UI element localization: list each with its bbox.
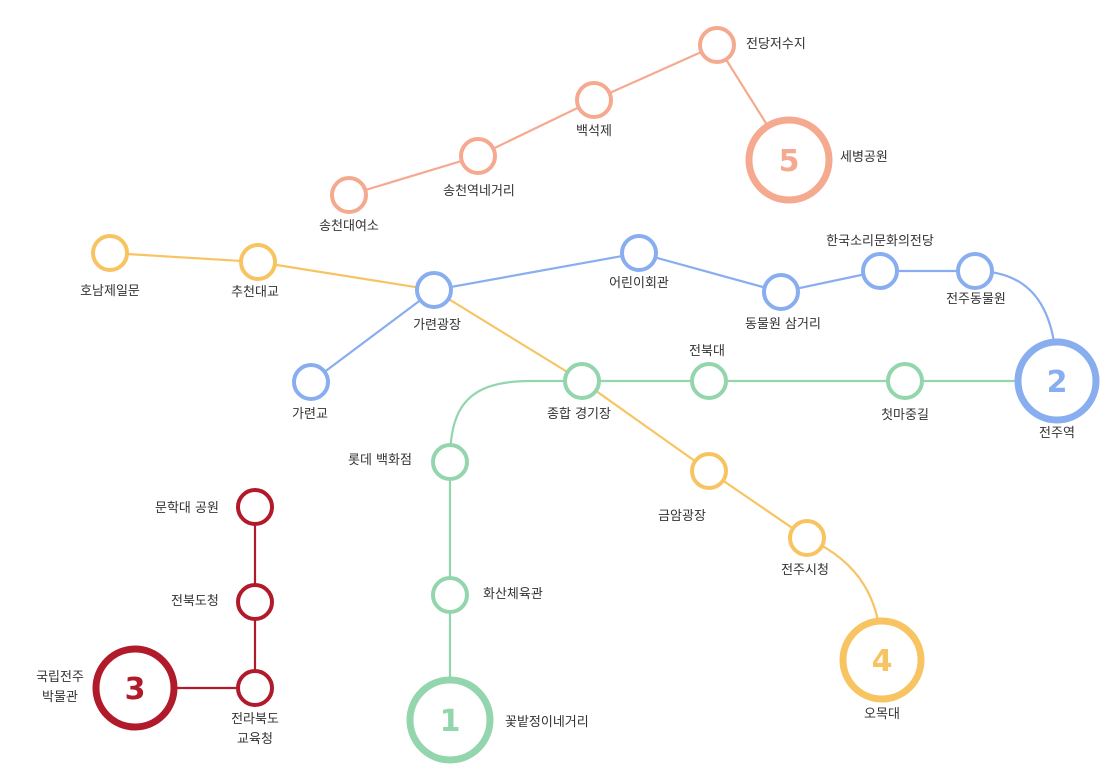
station-songcheon-sageori[interactable] xyxy=(459,137,497,175)
label-garyeongyo: 가련교 xyxy=(292,407,328,422)
station-eorini[interactable] xyxy=(620,234,658,272)
station-dochung[interactable] xyxy=(236,583,274,621)
terminal-1[interactable] xyxy=(406,676,494,764)
label-jeondang: 전당저수지 xyxy=(746,37,806,52)
station-chucheon[interactable] xyxy=(239,243,277,281)
station-sicheong[interactable] xyxy=(788,519,826,557)
station-garyeon-square[interactable] xyxy=(415,271,453,309)
terminal-2[interactable] xyxy=(1014,338,1100,424)
station-lotte[interactable] xyxy=(431,443,469,481)
label-edu-office-line1: 전라북도 xyxy=(231,712,279,727)
label-dochung: 전북도청 xyxy=(171,594,219,609)
label-baekseokje: 백석제 xyxy=(576,124,612,139)
station-cheotmajung[interactable] xyxy=(886,362,924,400)
label-jeonbukdae: 전북대 xyxy=(689,344,725,359)
station-jeondang[interactable] xyxy=(698,26,736,64)
label-garyeon-square: 가련광장 xyxy=(413,318,461,333)
label-songcheon-sageori: 송천역네거리 xyxy=(443,184,515,199)
station-jeonbukdae[interactable] xyxy=(690,362,728,400)
station-jeonju-zoo[interactable] xyxy=(956,252,994,290)
label-omokdae: 오목대 xyxy=(864,707,900,722)
station-songcheon-yeoso[interactable] xyxy=(330,176,368,214)
label-sori: 한국소리문화의전당 xyxy=(826,234,934,249)
label-edu-office-line2: 교육청 xyxy=(237,732,273,747)
label-jeonjuyeok: 전주역 xyxy=(1039,426,1075,441)
label-cheotmajung: 첫마중길 xyxy=(881,408,929,423)
terminal-4-number: 4 xyxy=(872,644,893,679)
label-museum-line1: 국립전주 xyxy=(36,670,84,685)
terminal-3-number: 3 xyxy=(125,672,146,707)
label-jonghap: 종합 경기장 xyxy=(547,407,611,422)
label-sicheong: 전주시청 xyxy=(781,563,829,578)
terminal-4[interactable] xyxy=(839,617,925,703)
station-baekseokje[interactable] xyxy=(575,81,613,119)
station-garyeongyo[interactable] xyxy=(292,363,330,401)
station-edu-office[interactable] xyxy=(236,669,274,707)
station-zoo-junction[interactable] xyxy=(762,273,800,311)
label-geumam: 금암광장 xyxy=(658,509,706,524)
label-eorini: 어린이회관 xyxy=(609,276,669,291)
terminal-3[interactable] xyxy=(92,645,178,731)
station-honam[interactable] xyxy=(91,234,129,272)
label-honam: 호남제일문 xyxy=(80,284,140,299)
label-munhakdae: 문학대 공원 xyxy=(155,501,219,516)
terminal-2-number: 2 xyxy=(1047,365,1068,400)
label-songcheon-yeoso: 송천대여소 xyxy=(319,219,379,234)
label-kkotbat: 꽃밭정이네거리 xyxy=(505,715,589,730)
label-zoo-junction: 동물원 삼거리 xyxy=(745,317,821,332)
station-sori[interactable] xyxy=(861,252,899,290)
label-lotte: 롯데 백화점 xyxy=(348,453,412,468)
terminal-1-number: 1 xyxy=(440,704,461,739)
station-jonghap[interactable] xyxy=(563,362,601,400)
label-museum: 국립전주 박물관 xyxy=(36,668,84,708)
station-munhakdae[interactable] xyxy=(236,488,274,526)
terminal-5[interactable] xyxy=(745,116,833,204)
line-1-path xyxy=(448,379,1057,720)
terminal-5-number: 5 xyxy=(779,144,800,179)
line-5-path xyxy=(348,43,790,197)
label-chucheon: 추천대교 xyxy=(231,285,279,300)
label-hwasan: 화산체육관 xyxy=(483,587,543,602)
label-museum-line2: 박물관 xyxy=(42,690,78,705)
station-geumam[interactable] xyxy=(690,452,728,490)
label-edu-office: 전라북도 교육청 xyxy=(231,710,279,750)
label-sebyeong: 세병공원 xyxy=(840,150,888,165)
label-jeonju-zoo: 전주동물원 xyxy=(946,292,1006,307)
station-hwasan[interactable] xyxy=(431,576,469,614)
